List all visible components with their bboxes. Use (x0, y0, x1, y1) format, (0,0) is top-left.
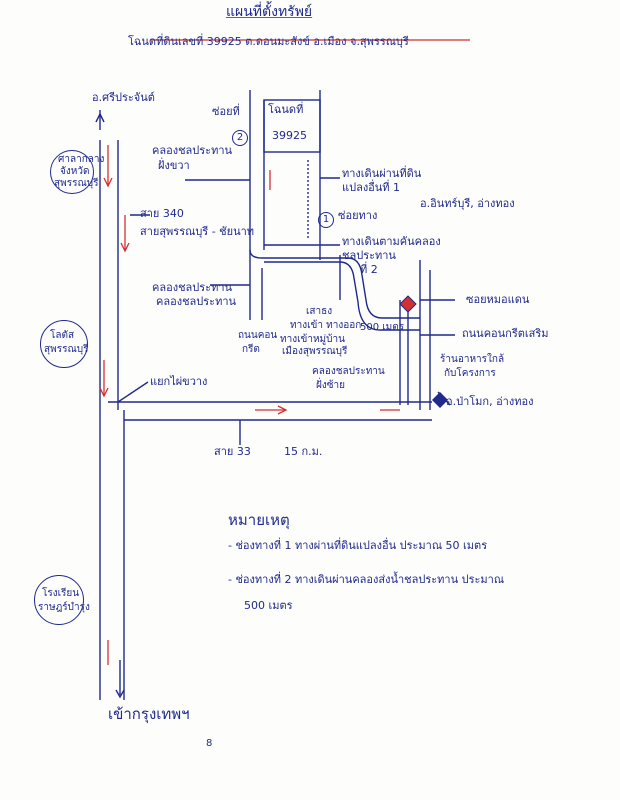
note-line: 500 เมตร (244, 599, 293, 612)
road-340-label: สาย 340 (140, 207, 184, 220)
page-number: 8 (206, 738, 213, 749)
landmark-text: โรงเรียน (42, 588, 80, 599)
landmark-oval (40, 320, 88, 368)
deed-subtitle: โฉนดที่ดินเลขที่ 39925 ต.ดอนมะสังข์ อ.เม… (128, 35, 409, 48)
walkway-label: ที่ 2 (360, 263, 378, 276)
bottom-canal-label: ฝั่งซ้าย (316, 380, 346, 391)
landmark-text: จังหวัด (60, 166, 90, 177)
notes-heading: หมายเหตุ (228, 511, 290, 529)
left-bottom-label: ถนนคอน (238, 330, 278, 341)
landmark-oval (34, 575, 84, 625)
road-33-label: สาย 33 (214, 445, 251, 458)
walkway-label: ชลประทาน (342, 249, 396, 262)
bottom-canal-label: คลองชลประทาน (312, 366, 385, 377)
canal-label: คลองชลประทาน (156, 295, 237, 308)
landmark-oval (50, 150, 94, 194)
landmark-text: ราษฎร์บำรุง (38, 602, 90, 613)
right-label: ถนนคอนกรีตเสริม (462, 327, 549, 340)
intersection-label: แยกไผ่ขวาง (150, 375, 208, 388)
canal-label: คลองชลประทาน (152, 281, 233, 294)
note-line: - ช่องทางที่ 1 ทางผ่านที่ดินแปลงอื่น ประ… (228, 539, 488, 552)
lane-number-marker: 1 (318, 212, 334, 228)
mid-label: ทางเข้าหมู่บ้าน (280, 334, 345, 345)
mid-label: เมืองสุพรรณบุรี (282, 346, 348, 357)
canal-label: คลองชลประทาน (152, 144, 233, 157)
landmark-text: สุพรรณบุรี (54, 178, 99, 189)
right-label: ร้านอาหารใกล้ (440, 354, 505, 365)
right-label: กับโครงการ (444, 368, 496, 379)
road-340-name: สายสุพรรณบุรี - ชัยนาท (140, 225, 255, 238)
landmark-text: สุพรรณบุรี (44, 344, 89, 355)
deed-number: 39925 (272, 129, 307, 142)
landmark-text: โลตัส (50, 330, 75, 341)
map-title: แผนที่ตั้งทรัพย์ (226, 4, 313, 20)
walkway-label: ทางเดินตามคันคลอง (342, 235, 441, 248)
mid-label: ทางเข้า ทางออก (290, 320, 362, 331)
landmark-text: ศาลากลาง (58, 154, 105, 165)
walk-lane-label: ทางเดินผ่านที่ดิน (342, 167, 422, 180)
mid-label: เสาธง (306, 306, 333, 317)
bangkok-label: เข้ากรุงเทพฯ (108, 705, 190, 723)
lane-label: ซ่อยที่ (212, 105, 240, 118)
note-line: - ช่องทางที่ 2 ทางเดินผ่านคลองส่งน้ำชลปร… (228, 573, 505, 586)
deed-label: โฉนดที่ (268, 103, 304, 116)
left-bottom-label: กรีต (242, 344, 260, 355)
lane-label: ซ่อยทาง (338, 209, 378, 222)
label-sri-prachan: อ.ศรีประจันต์ (92, 91, 155, 104)
distance-label: 15 ก.ม. (284, 445, 323, 458)
district-label: อ.ป่าโมก, อ่างทอง (446, 395, 534, 408)
distance-label: 500 เมตร (360, 322, 405, 333)
right-label: ซอยหมอแดน (466, 293, 530, 306)
district-label: อ.อินทร์บุรี, อ่างทอง (420, 197, 515, 210)
walk-lane-label: แปลงอื่นที่ 1 (342, 181, 401, 194)
lane-number-marker: 2 (232, 130, 248, 146)
canal-label: ฝั่งขวา (158, 159, 190, 172)
